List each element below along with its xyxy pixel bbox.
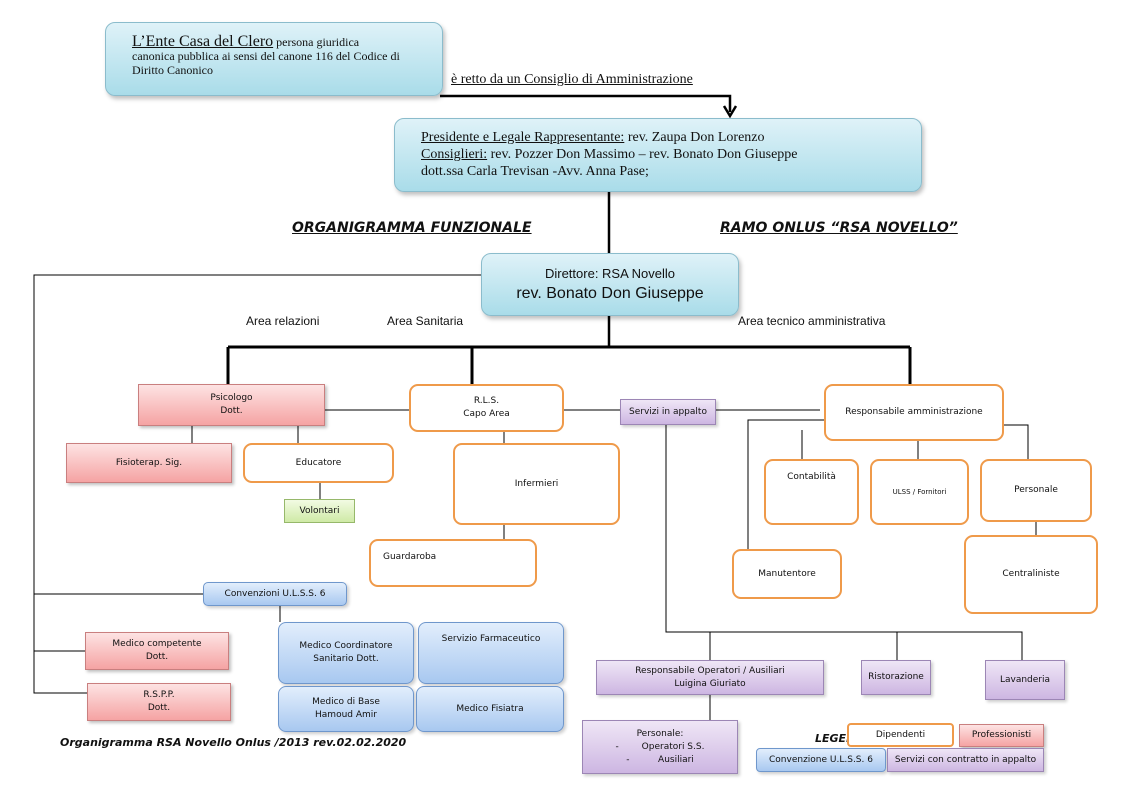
convenzioni-box: Convenzioni U.L.S.S. 6 (203, 582, 347, 606)
legend-professionisti: Professionisti (959, 724, 1044, 747)
director-title: Direttore: RSA Novello (544, 266, 676, 281)
medico-competente-label: Medico competente (112, 639, 202, 649)
centraliniste-box: Centraliniste (964, 535, 1098, 614)
president-name: rev. Zaupa Don Lorenzo (624, 130, 765, 145)
legend-professionisti-label: Professionisti (971, 730, 1032, 740)
educatore-box: Educatore (243, 443, 394, 483)
medico-coordinatore-label: Medico Coordinatore (299, 641, 393, 651)
retto-text: è retto da un Consiglio di Amministrazio… (451, 72, 693, 87)
area-tecnico-label: Area tecnico amministrativa (738, 314, 886, 328)
resp-operatori-name: Luigina Giuriato (674, 678, 746, 689)
volontari-box: Volontari (284, 499, 355, 523)
councillors-line2: dott.ssa Carla Trevisan -Avv. Anna Pase; (421, 164, 649, 179)
medico-base-box: Medico di Base Hamoud Amir (278, 686, 414, 732)
servizi-appalto-label: Servizi in appalto (629, 406, 707, 417)
lavanderia-label: Lavanderia (999, 674, 1051, 685)
councillors-label: Consiglieri: (421, 147, 488, 162)
rspp-dott: Dott. (147, 703, 171, 713)
director-box: Direttore: RSA Novello rev. Bonato Don G… (481, 253, 739, 316)
heading-organigramma: ORGANIGRAMMA FUNZIONALE (292, 220, 532, 236)
psicologo-label: Psicologo (210, 393, 253, 403)
heading-ramo-onlus: RAMO ONLUS “RSA NOVELLO” (720, 220, 958, 236)
fisioterapista-label: Fisioterap. Sig. (115, 457, 183, 468)
convenzioni-label: Convenzioni U.L.S.S. 6 (224, 588, 326, 599)
legend-dipendenti: Dipendenti (847, 723, 954, 747)
director-name: rev. Bonato Don Giuseppe (516, 285, 704, 302)
infermieri-box: Infermieri (453, 443, 620, 525)
medico-coordinatore-box: Medico Coordinatore Sanitario Dott. (278, 622, 414, 684)
centraliniste-label: Centraliniste (1002, 569, 1060, 579)
guardaroba-label: Guardaroba (383, 552, 437, 562)
manutentore-box: Manutentore (732, 549, 842, 599)
manutentore-label: Manutentore (758, 568, 816, 579)
resp-amministrazione-label: Responsabile amministrazione (845, 407, 983, 417)
medico-fisiatra-label: Medico Fisiatra (456, 703, 524, 714)
legend-servizi-label: Servizi con contratto in appalto (894, 754, 1037, 765)
ente-desc-3: Diritto Canonico (132, 63, 213, 77)
servizio-farmaceutico-label: Servizio Farmaceutico (441, 634, 541, 644)
personale-operatori-oss: - Operatori S.S. (615, 741, 705, 752)
personale-label: Personale (1014, 485, 1058, 495)
personale-operatori-box: Personale: - Operatori S.S. - Ausiliari (582, 720, 738, 774)
personale-box: Personale (980, 459, 1092, 522)
psicologo-box: Psicologo Dott. (138, 384, 325, 426)
board-box: Presidente e Legale Rappresentante: rev.… (394, 118, 922, 192)
medico-coordinatore-dott: Sanitario Dott. (313, 654, 379, 664)
medico-base-name: Hamoud Amir (315, 710, 377, 720)
servizi-appalto-box: Servizi in appalto (620, 399, 716, 425)
rls-label: R.L.S. (473, 396, 500, 406)
resp-operatori-box: Responsabile Operatori / Ausiliari Luigi… (596, 660, 824, 695)
fisioterapista-box: Fisioterap. Sig. (66, 443, 232, 483)
ente-desc-1: persona giuridica (273, 35, 360, 49)
ente-box: L’Ente Casa del Clero persona giuridica … (105, 22, 443, 96)
servizio-farmaceutico-box: Servizio Farmaceutico (418, 622, 564, 684)
lavanderia-box: Lavanderia (985, 660, 1065, 700)
ristorazione-box: Ristorazione (861, 660, 931, 695)
rls-capo-area: Capo Area (463, 409, 510, 419)
personale-operatori-ausiliari: - Ausiliari (626, 754, 694, 765)
legend-servizi: Servizi con contratto in appalto (887, 748, 1044, 772)
guardaroba-box: Guardaroba (369, 539, 537, 587)
rls-box: R.L.S. Capo Area (409, 384, 564, 432)
contabilita-label: Contabilità (787, 472, 836, 482)
contabilita-box: Contabilità (764, 459, 859, 525)
area-sanitaria-label: Area Sanitaria (387, 314, 464, 328)
ulss-fornitori-box: ULSS / Fornitori (870, 459, 969, 525)
ristorazione-label: Ristorazione (868, 672, 924, 682)
footer-caption: Organigramma RSA Novello Onlus /2013 rev… (60, 736, 407, 749)
infermieri-label: Infermieri (514, 478, 559, 489)
educatore-label: Educatore (295, 457, 342, 468)
medico-competente-dott: Dott. (145, 652, 169, 662)
legend-convenzione: Convenzione U.L.S.S. 6 (756, 748, 886, 772)
volontari-label: Volontari (299, 505, 340, 516)
president-label: Presidente e Legale Rappresentante: (421, 130, 625, 145)
councillors-names: rev. Pozzer Don Massimo – rev. Bonato Do… (487, 147, 798, 162)
ulss-fornitori-label: ULSS / Fornitori (892, 488, 947, 496)
rspp-label: R.S.P.P. (143, 690, 175, 700)
resp-operatori-label: Responsabile Operatori / Ausiliari (635, 665, 785, 676)
legend-convenzione-label: Convenzione U.L.S.S. 6 (769, 754, 873, 765)
psicologo-dott: Dott. (220, 406, 243, 416)
legend-dipendenti-label: Dipendenti (875, 729, 926, 740)
personale-operatori-title: Personale: (636, 728, 684, 739)
ente-title: L’Ente Casa del Clero (132, 33, 274, 50)
rspp-box: R.S.P.P. Dott. (87, 683, 231, 721)
resp-amministrazione-box: Responsabile amministrazione (824, 384, 1004, 441)
medico-base-label: Medico di Base (312, 697, 380, 707)
ente-desc-2: canonica pubblica ai sensi del canone 11… (132, 49, 400, 63)
area-relazioni-label: Area relazioni (246, 314, 320, 328)
medico-fisiatra-box: Medico Fisiatra (416, 686, 564, 732)
medico-competente-box: Medico competente Dott. (85, 632, 229, 670)
legend-title: LEGENDA (815, 732, 849, 745)
